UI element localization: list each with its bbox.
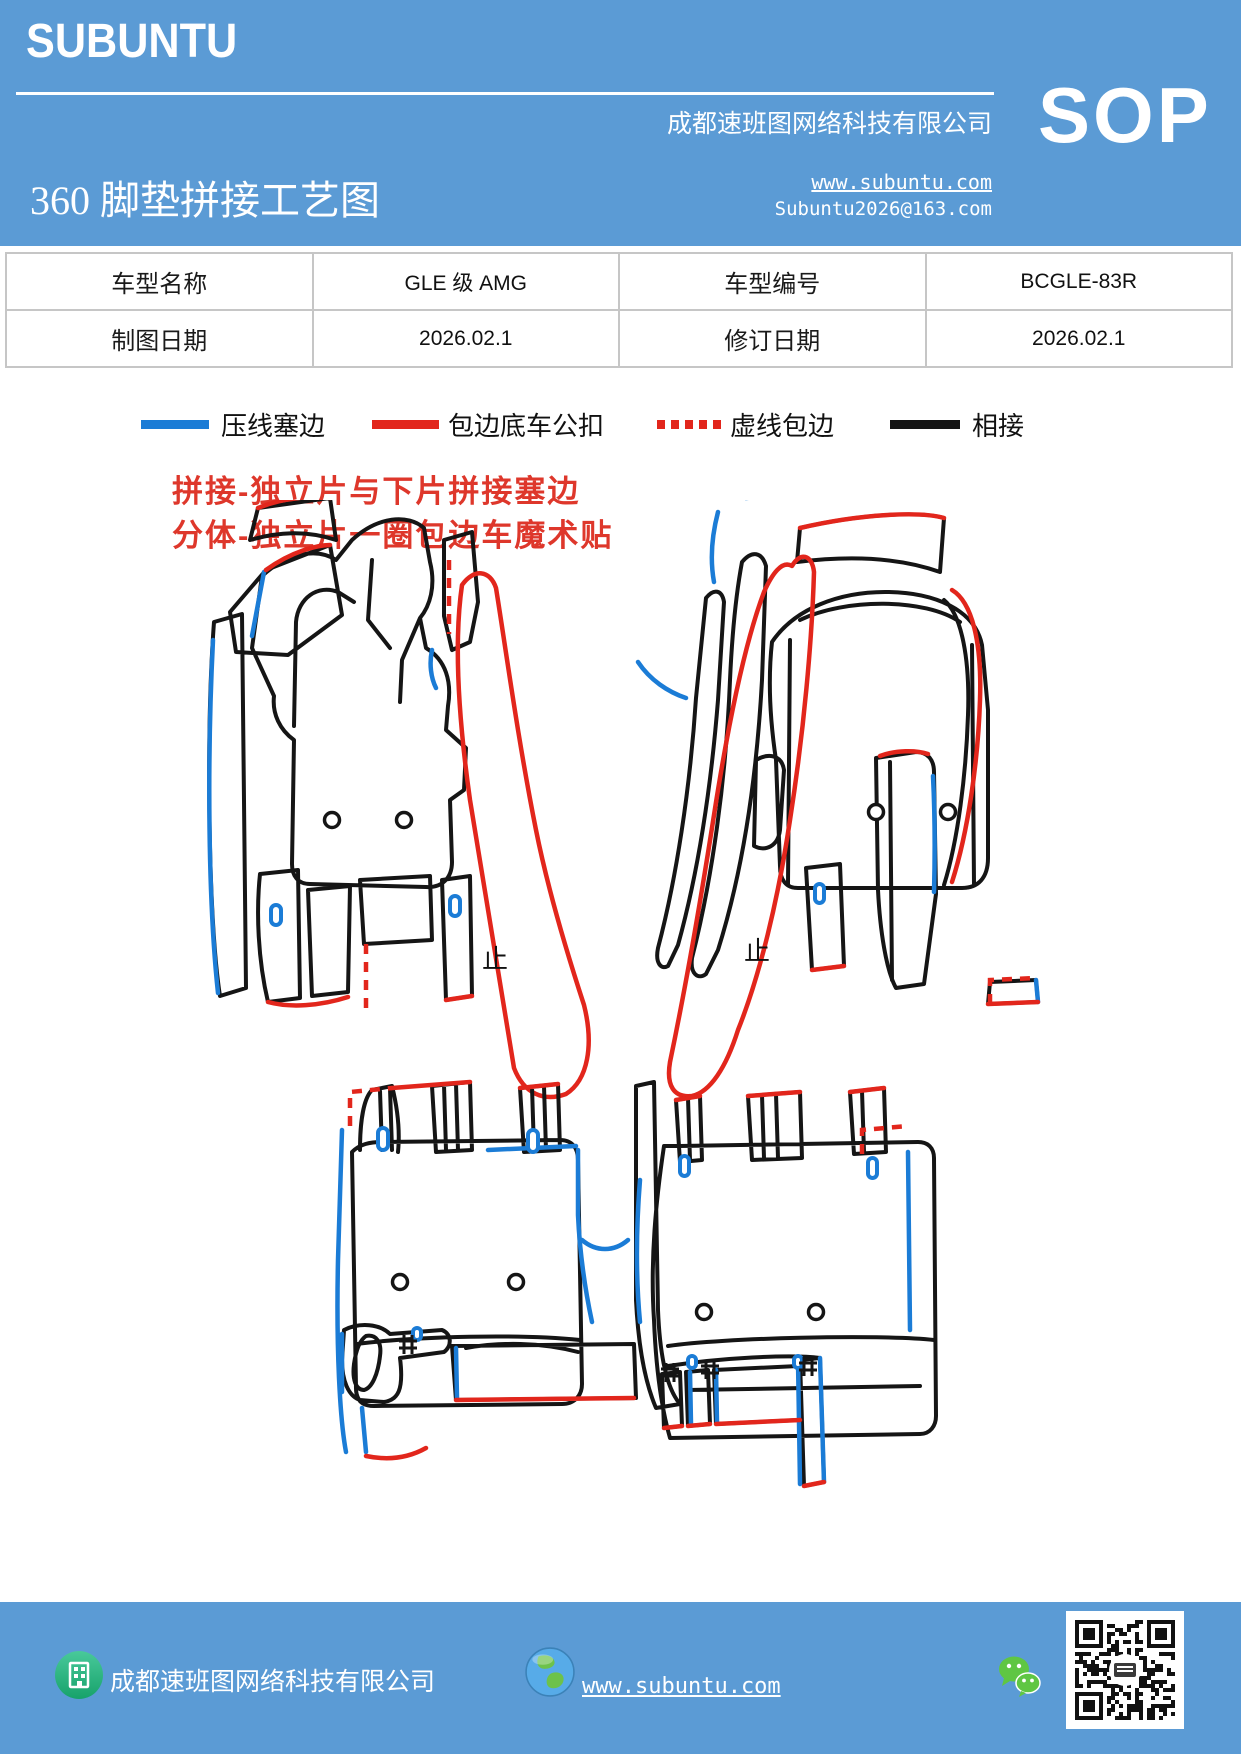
eyelet-circle [866, 802, 886, 822]
vehicle-name-label: 车型名称 [5, 252, 314, 311]
velcro-slot [269, 903, 283, 927]
process-note-1: 拼接-独立片与下片拼接塞边 [172, 474, 581, 509]
red-dashed-path [347, 975, 1037, 1154]
building-icon [55, 1651, 103, 1699]
eyelet-circle [394, 810, 414, 830]
velcro-slot [376, 1126, 390, 1152]
wechat-icon [999, 1656, 1041, 1697]
model-code-value: BCGLE-83R [924, 252, 1233, 311]
velcro-slot [526, 1128, 540, 1154]
drawing-date-label: 制图日期 [5, 309, 314, 368]
info-table: 车型名称 GLE 级 AMG 车型编号 BCGLE-83R 制图日期 2026.… [5, 252, 1233, 368]
legend-label-dashed: 虚线包边 [730, 412, 835, 441]
vehicle-name-value: GLE 级 AMG [311, 252, 620, 311]
red-binding-path [363, 999, 1041, 1489]
red-binding-path [666, 512, 983, 1099]
revision-date-value: 2026.02.1 [924, 309, 1233, 368]
subuntu-logo: SUBUNTU [26, 15, 238, 68]
globe-icon [525, 1647, 575, 1697]
header-divider [16, 92, 994, 95]
header-banner: SUBUNTU 360 脚垫拼接工艺图 成都速班图网络科技有限公司 www.su… [0, 0, 1241, 246]
eyelet-circle [806, 1302, 826, 1322]
velcro-slot [448, 894, 462, 918]
red-dashed-path [363, 560, 452, 1008]
footer-website-link[interactable]: www.subuntu.com [582, 1674, 781, 1699]
blue-seam-path [635, 500, 937, 895]
legend-swatch-dashed-line [657, 420, 721, 429]
header-company-name: 成都速班图网络科技有限公司 [666, 111, 992, 138]
stop-mark-text: 止 [482, 945, 508, 974]
legend-label-black: 相接 [972, 412, 1025, 441]
legend-swatch-red-line [372, 420, 439, 429]
drawing-date-value: 2026.02.1 [311, 309, 620, 368]
black-outline-path [655, 512, 990, 990]
velcro-slot [813, 882, 826, 905]
velcro-slot [678, 1154, 691, 1178]
stop-mark-text: 止 [744, 937, 770, 966]
process-note-2: 分体-独立片一圈包边车魔术贴 [172, 518, 614, 553]
eyelet-circle [322, 810, 342, 830]
black-outline-path [207, 500, 480, 1004]
eyelet-circle [506, 1272, 526, 1292]
blue-seam-path [207, 569, 439, 996]
qr-finder-patterns [1075, 1620, 1175, 1720]
rear-mat-group [335, 975, 1041, 1489]
table-row: 车型名称 GLE 级 AMG 车型编号 BCGLE-83R [5, 252, 1233, 311]
red-binding-path [255, 500, 591, 1100]
front-left-mat-group: 止 [207, 500, 591, 1100]
eyelet-circle [938, 802, 958, 822]
velcro-slot [411, 1326, 423, 1342]
legend-swatch-black-line [890, 420, 960, 429]
front-right-mat-group: 止 [635, 500, 990, 1099]
revision-date-label: 修订日期 [618, 309, 927, 368]
model-code-label: 车型编号 [618, 252, 927, 311]
eyelet-circle [390, 1272, 410, 1292]
mat-pattern-diagram: 止 止 [207, 500, 1041, 1489]
qr-center-logo [1109, 1654, 1141, 1686]
header-website-link[interactable]: www.subuntu.com [811, 170, 992, 194]
eyelet-circle [694, 1302, 714, 1322]
legend-label-blue: 压线塞边 [221, 412, 326, 441]
legend-swatch-blue-line [141, 420, 209, 429]
header-email-text: Subuntu2026@163.com [774, 198, 992, 220]
footer-company-name: 成都速班图网络科技有限公司 [110, 1669, 436, 1696]
qr-code-modules [1075, 1620, 1175, 1720]
table-row: 制图日期 2026.02.1 修订日期 2026.02.1 [5, 309, 1233, 368]
sop-label: SOP [1038, 71, 1212, 159]
legend-label-red: 包边底车公扣 [448, 412, 605, 441]
page-title: 360 脚垫拼接工艺图 [30, 178, 380, 223]
footer-banner: 成都速班图网络科技有限公司 www.subuntu.com [0, 1602, 1241, 1754]
velcro-slot [686, 1354, 698, 1370]
velcro-slot [866, 1156, 879, 1180]
qr-code [1066, 1611, 1184, 1729]
